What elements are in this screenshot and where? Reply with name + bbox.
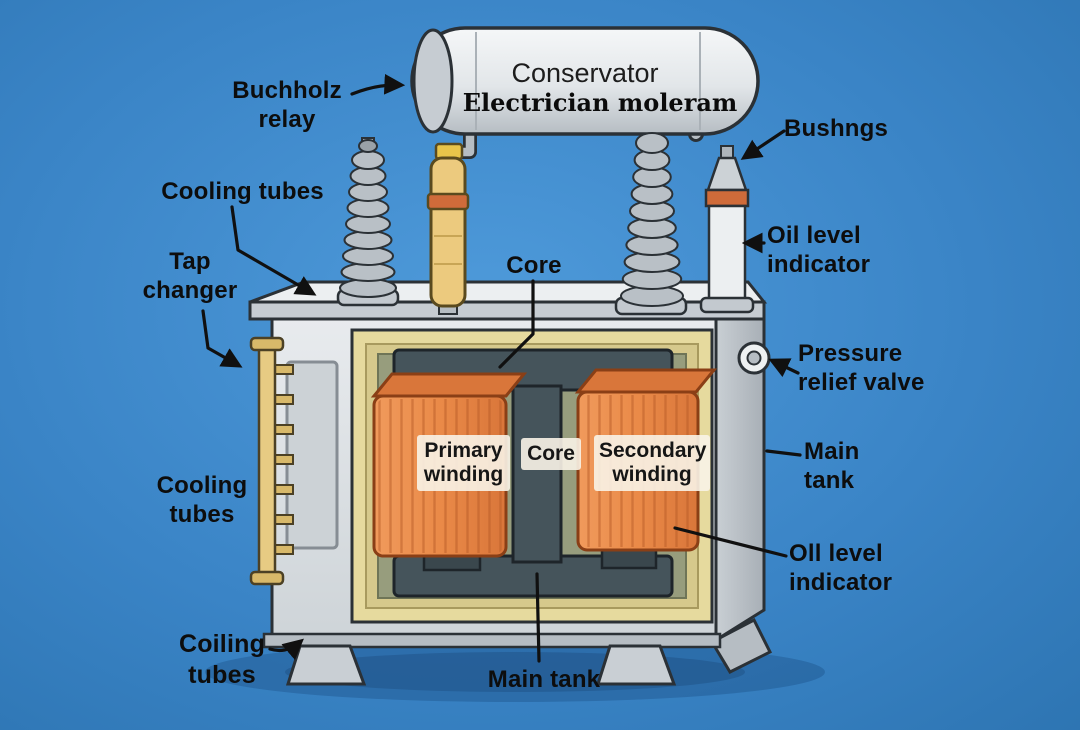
tap-changer-drawing (249, 336, 294, 586)
conservator-label: Conservator (511, 58, 659, 88)
label-pressure-relief-valve: Pressure relief valve (798, 340, 925, 397)
label-buchholz-relay: Buchholz relay (232, 77, 342, 134)
label-main-tank-right: Main tank (804, 438, 860, 495)
arrow-buchholz-relay (350, 73, 406, 96)
label-bushings: Bushngs (784, 115, 889, 142)
right-bushing-drawing (614, 132, 688, 316)
leader-main-tank-bottom (535, 572, 541, 663)
left-bushing-drawing (336, 137, 400, 307)
label-oil-level-indicator-bottom: Oll level indicator (789, 540, 893, 597)
arrow-pressure-relief-valve (768, 358, 800, 378)
tank-lid-drawing (248, 280, 768, 321)
callout-arrows (201, 73, 802, 663)
label-cooling-tubes-top: Cooling tubes (161, 178, 324, 205)
label-cooling-tubes-left: Cooling tubes (156, 472, 248, 529)
feet-drawing (262, 632, 722, 686)
tag-primary-winding: Primary winding (417, 435, 510, 492)
tag-core-center: Core (521, 438, 581, 471)
arrow-tap-changer (201, 309, 243, 368)
label-tap-changer: Tap changer (142, 248, 238, 305)
side-panel (285, 360, 339, 550)
brand-watermark: Electrician moleram (462, 88, 738, 117)
leader-main-tank-right (765, 449, 802, 457)
main-tank-drawing (262, 316, 773, 686)
label-oil-level-indicator-top: Oil level indicator (767, 222, 871, 279)
buchholz-relay-drawing (426, 142, 470, 315)
pressure-relief-valve-drawing (737, 341, 771, 375)
oil-level-indicator-drawing (699, 145, 755, 314)
label-core-top: Core (506, 252, 562, 279)
arrow-coiling-tubes (268, 638, 304, 661)
leader-core-top (498, 279, 535, 369)
arrow-cooling-tubes-top (230, 205, 317, 296)
arrow-bushings (740, 129, 786, 160)
label-main-tank-bottom: Main tank (487, 666, 601, 693)
leader-oil-level-bottom (673, 526, 788, 558)
label-coiling-tubes: Coiling tubes (178, 630, 266, 689)
tag-secondary-winding: Secondary winding (594, 435, 710, 492)
